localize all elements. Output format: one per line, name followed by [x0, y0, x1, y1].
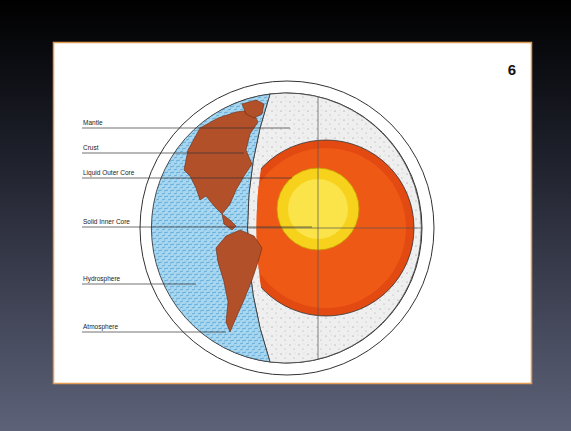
part-label: Mantle: [83, 119, 103, 127]
slide-panel: [54, 43, 532, 384]
part-label: Liquid Outer Core: [83, 169, 134, 177]
slide-number: 6: [508, 62, 516, 79]
part-label: Hydrosphere: [83, 275, 120, 283]
core-section: [230, 80, 440, 376]
part-label: Solid Inner Core: [83, 218, 130, 226]
leader-lines: [82, 128, 312, 332]
part-label: Atmosphere: [83, 323, 118, 331]
continents: [184, 100, 264, 332]
part-label: Crust: [83, 144, 99, 152]
ocean-face: [151, 94, 270, 362]
